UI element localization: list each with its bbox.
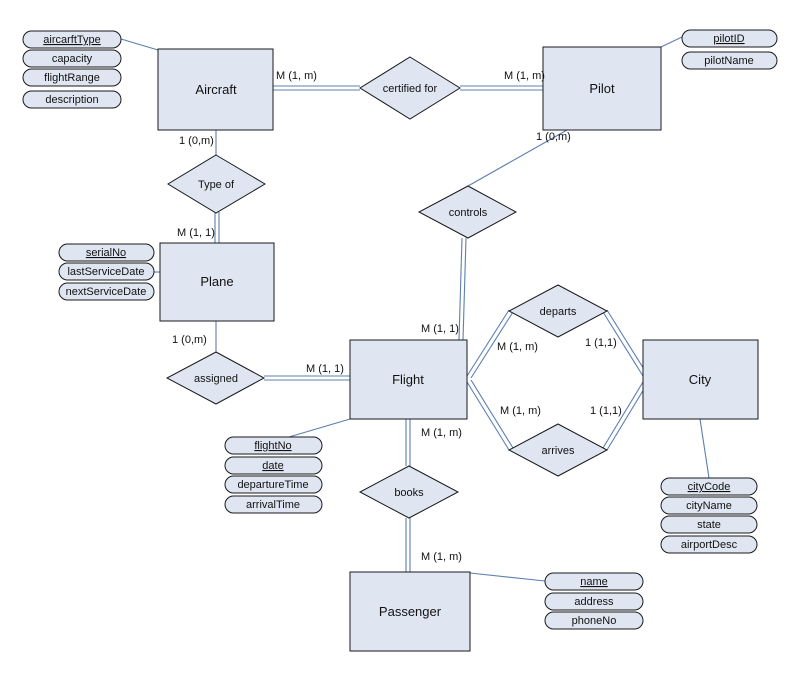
- attribute-label: capacity: [52, 53, 93, 65]
- entity-label: Passenger: [379, 604, 442, 619]
- entity-flight[interactable]: Flight: [349, 339, 468, 420]
- attribute-label: state: [697, 519, 721, 531]
- attribute-pilotname[interactable]: pilotName: [681, 51, 778, 70]
- relationship-certified-for[interactable]: certified for: [359, 56, 461, 120]
- attribute-label: serialNo: [86, 247, 126, 259]
- relationship-label: arrives: [541, 445, 575, 457]
- attribute-label: departureTime: [237, 479, 308, 491]
- entity-pilot[interactable]: Pilot: [542, 46, 662, 131]
- pilot-controls-line: [467, 129, 568, 187]
- passenger-attr-connector: [469, 572, 546, 582]
- flight-controls-line: [458, 237, 463, 341]
- relationship-departs[interactable]: departs: [507, 284, 609, 338]
- relationship-arrives[interactable]: arrives: [507, 423, 609, 477]
- attribute-label: lastServiceDate: [67, 266, 144, 278]
- attribute-cityname[interactable]: cityName: [660, 496, 758, 515]
- relationship-controls[interactable]: controls: [417, 185, 518, 239]
- relationship-label: controls: [449, 207, 488, 219]
- connectors: [120, 36, 710, 582]
- cardinality-passenger-books: M (1, m): [421, 551, 462, 563]
- entity-plane[interactable]: Plane: [159, 242, 275, 322]
- cardinality-flight-arrives: M (1, m): [500, 405, 541, 417]
- cardinality-city-departs: 1 (1,1): [585, 337, 617, 349]
- city-arrives-line: [602, 381, 644, 449]
- cardinality-flight-departs: M (1, m): [497, 341, 538, 353]
- relationship-label: certified for: [383, 83, 438, 95]
- attribute-label: flightRange: [44, 72, 100, 84]
- cardinality-plane-assigned: 1 (0,m): [172, 334, 207, 346]
- cardinality-flight-assigned: M (1, 1): [306, 363, 344, 375]
- attribute-flightno[interactable]: flightNo: [224, 436, 323, 455]
- city-departs-line: [602, 311, 644, 377]
- relationship-books[interactable]: books: [358, 465, 460, 519]
- attribute-label: flightNo: [254, 440, 291, 452]
- attribute-label: phoneNo: [572, 615, 617, 627]
- city-departs-line: [606, 309, 648, 375]
- cardinality-labels: M (1, m) M (1, m) 1 (0,m) M (1, 1) 1 (0,…: [172, 70, 622, 563]
- entity-label: City: [689, 372, 712, 387]
- relationship-type-of[interactable]: Type of: [167, 154, 266, 214]
- attribute-label: name: [580, 576, 608, 588]
- city-attr-connector: [699, 418, 710, 479]
- relationship-label: books: [394, 487, 424, 499]
- relationship-assigned[interactable]: assigned: [165, 351, 266, 405]
- entity-passenger[interactable]: Passenger: [349, 571, 471, 652]
- attribute-label: description: [45, 94, 98, 106]
- entity-label: Pilot: [589, 81, 615, 96]
- city-arrives-line: [606, 383, 648, 451]
- pilot-attr-connector: [660, 36, 683, 48]
- entity-label: Flight: [392, 372, 424, 387]
- attribute-lastservicedate[interactable]: lastServiceDate: [58, 262, 155, 281]
- attribute-label: nextServiceDate: [66, 286, 147, 298]
- attribute-pilotid[interactable]: pilotID: [681, 29, 778, 48]
- relationship-label: assigned: [194, 373, 238, 385]
- attribute-flightrange[interactable]: flightRange: [22, 68, 122, 87]
- attribute-capacity[interactable]: capacity: [22, 49, 122, 68]
- attribute-serialno[interactable]: serialNo: [58, 243, 155, 262]
- attribute-label: pilotID: [713, 33, 744, 45]
- attribute-citycode[interactable]: cityCode: [660, 477, 758, 496]
- flight-departs-line: [470, 311, 514, 379]
- attribute-arrivaltime[interactable]: arrivalTime: [224, 495, 323, 514]
- relationship-label: departs: [540, 306, 577, 318]
- aircraft-attr-connector: [120, 38, 159, 51]
- entity-aircraft[interactable]: Aircraft: [157, 48, 274, 131]
- cardinality-pilot-controls: 1 (0,m): [536, 131, 571, 143]
- attribute-aircarfttype[interactable]: aircarftType: [22, 30, 122, 49]
- attribute-name[interactable]: name: [544, 572, 644, 591]
- entity-label: Plane: [200, 274, 233, 289]
- flight-controls-line: [462, 237, 467, 341]
- attribute-departuretime[interactable]: departureTime: [224, 475, 323, 494]
- attribute-nextservicedate[interactable]: nextServiceDate: [58, 282, 155, 301]
- flight-arrives-line: [470, 379, 514, 449]
- cardinality-pilot-certified: M (1, m): [504, 70, 545, 82]
- cardinality-flight-books: M (1, m): [421, 427, 462, 439]
- attribute-label: date: [262, 460, 283, 472]
- entity-city[interactable]: City: [642, 339, 759, 420]
- attribute-label: pilotName: [704, 55, 754, 67]
- relationship-label: Type of: [198, 179, 235, 191]
- attribute-address[interactable]: address: [544, 592, 644, 611]
- attribute-label: aircarftType: [43, 34, 100, 46]
- attribute-label: cityCode: [688, 481, 731, 493]
- attribute-label: address: [574, 596, 614, 608]
- cardinality-flight-controls: M (1, 1): [421, 323, 459, 335]
- entity-label: Aircraft: [195, 82, 237, 97]
- cardinality-aircraft-typeof: 1 (0,m): [179, 135, 214, 147]
- attribute-date[interactable]: date: [224, 456, 323, 475]
- flight-departs-line: [466, 309, 510, 377]
- cardinality-aircraft-certified: M (1, m): [276, 70, 317, 82]
- attribute-state[interactable]: state: [660, 515, 758, 534]
- cardinality-city-arrives: 1 (1,1): [590, 405, 622, 417]
- attribute-label: cityName: [686, 500, 732, 512]
- attribute-phoneno[interactable]: phoneNo: [544, 611, 644, 630]
- flight-arrives-line: [466, 381, 510, 451]
- attribute-airportdesc[interactable]: airportDesc: [660, 535, 758, 554]
- attribute-label: airportDesc: [681, 539, 738, 551]
- attribute-description[interactable]: description: [22, 90, 122, 109]
- cardinality-plane-typeof: M (1, 1): [177, 227, 215, 239]
- attribute-label: arrivalTime: [246, 499, 300, 511]
